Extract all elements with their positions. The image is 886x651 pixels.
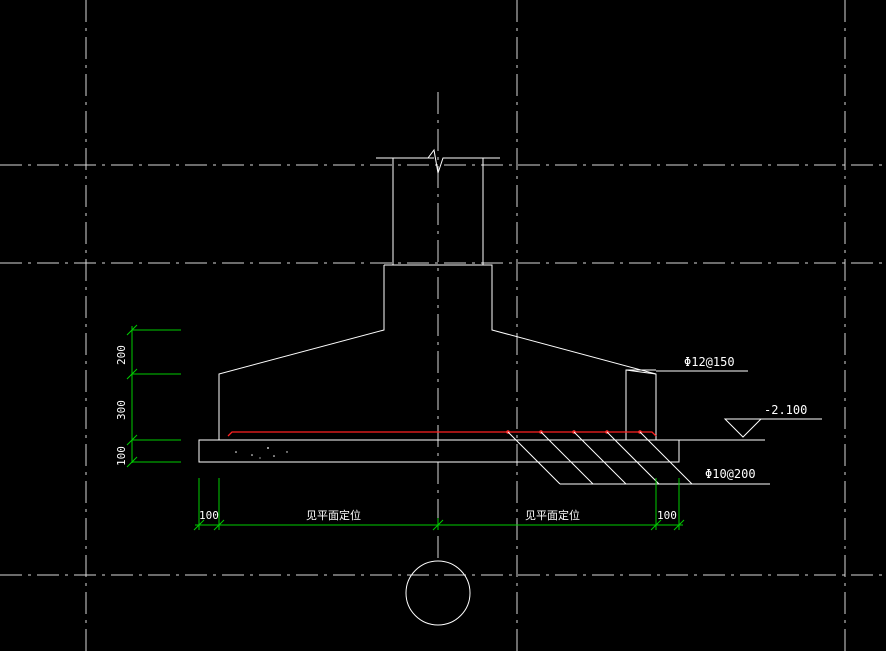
break-line-symbol (427, 148, 448, 174)
elevation-label: -2.100 (764, 403, 807, 417)
footing-outline (384, 264, 657, 441)
rebar-label: Φ12@150 (684, 355, 735, 369)
vertical-dimension-chain (126, 324, 181, 468)
dim-horizontal-right-edge: 100 (657, 509, 677, 522)
horizontal-dimension-chain (193, 478, 685, 531)
dim-horizontal-left-edge: 100 (199, 509, 219, 522)
dim-horizontal-left-span: 见平面定位 (306, 508, 361, 522)
elevation-triangle (723, 418, 763, 438)
cushion-hatch-dots (235, 447, 288, 459)
dim-horizontal-right-span: 见平面定位 (525, 508, 580, 522)
dim-vertical-300: 300 (115, 400, 128, 420)
distribution-bar-leaders (507, 431, 770, 485)
bottom-rebar-line (227, 431, 657, 437)
cushion-layer (198, 439, 680, 463)
dim-vertical-100: 100 (115, 446, 128, 466)
footing-outline-left (218, 265, 385, 440)
axis-bubble (405, 560, 471, 626)
footing-top-right-edge (625, 369, 657, 375)
dim-vertical-200: 200 (115, 345, 128, 365)
distribution-bar-label: Φ10@200 (705, 467, 756, 481)
column-stub (376, 157, 500, 265)
